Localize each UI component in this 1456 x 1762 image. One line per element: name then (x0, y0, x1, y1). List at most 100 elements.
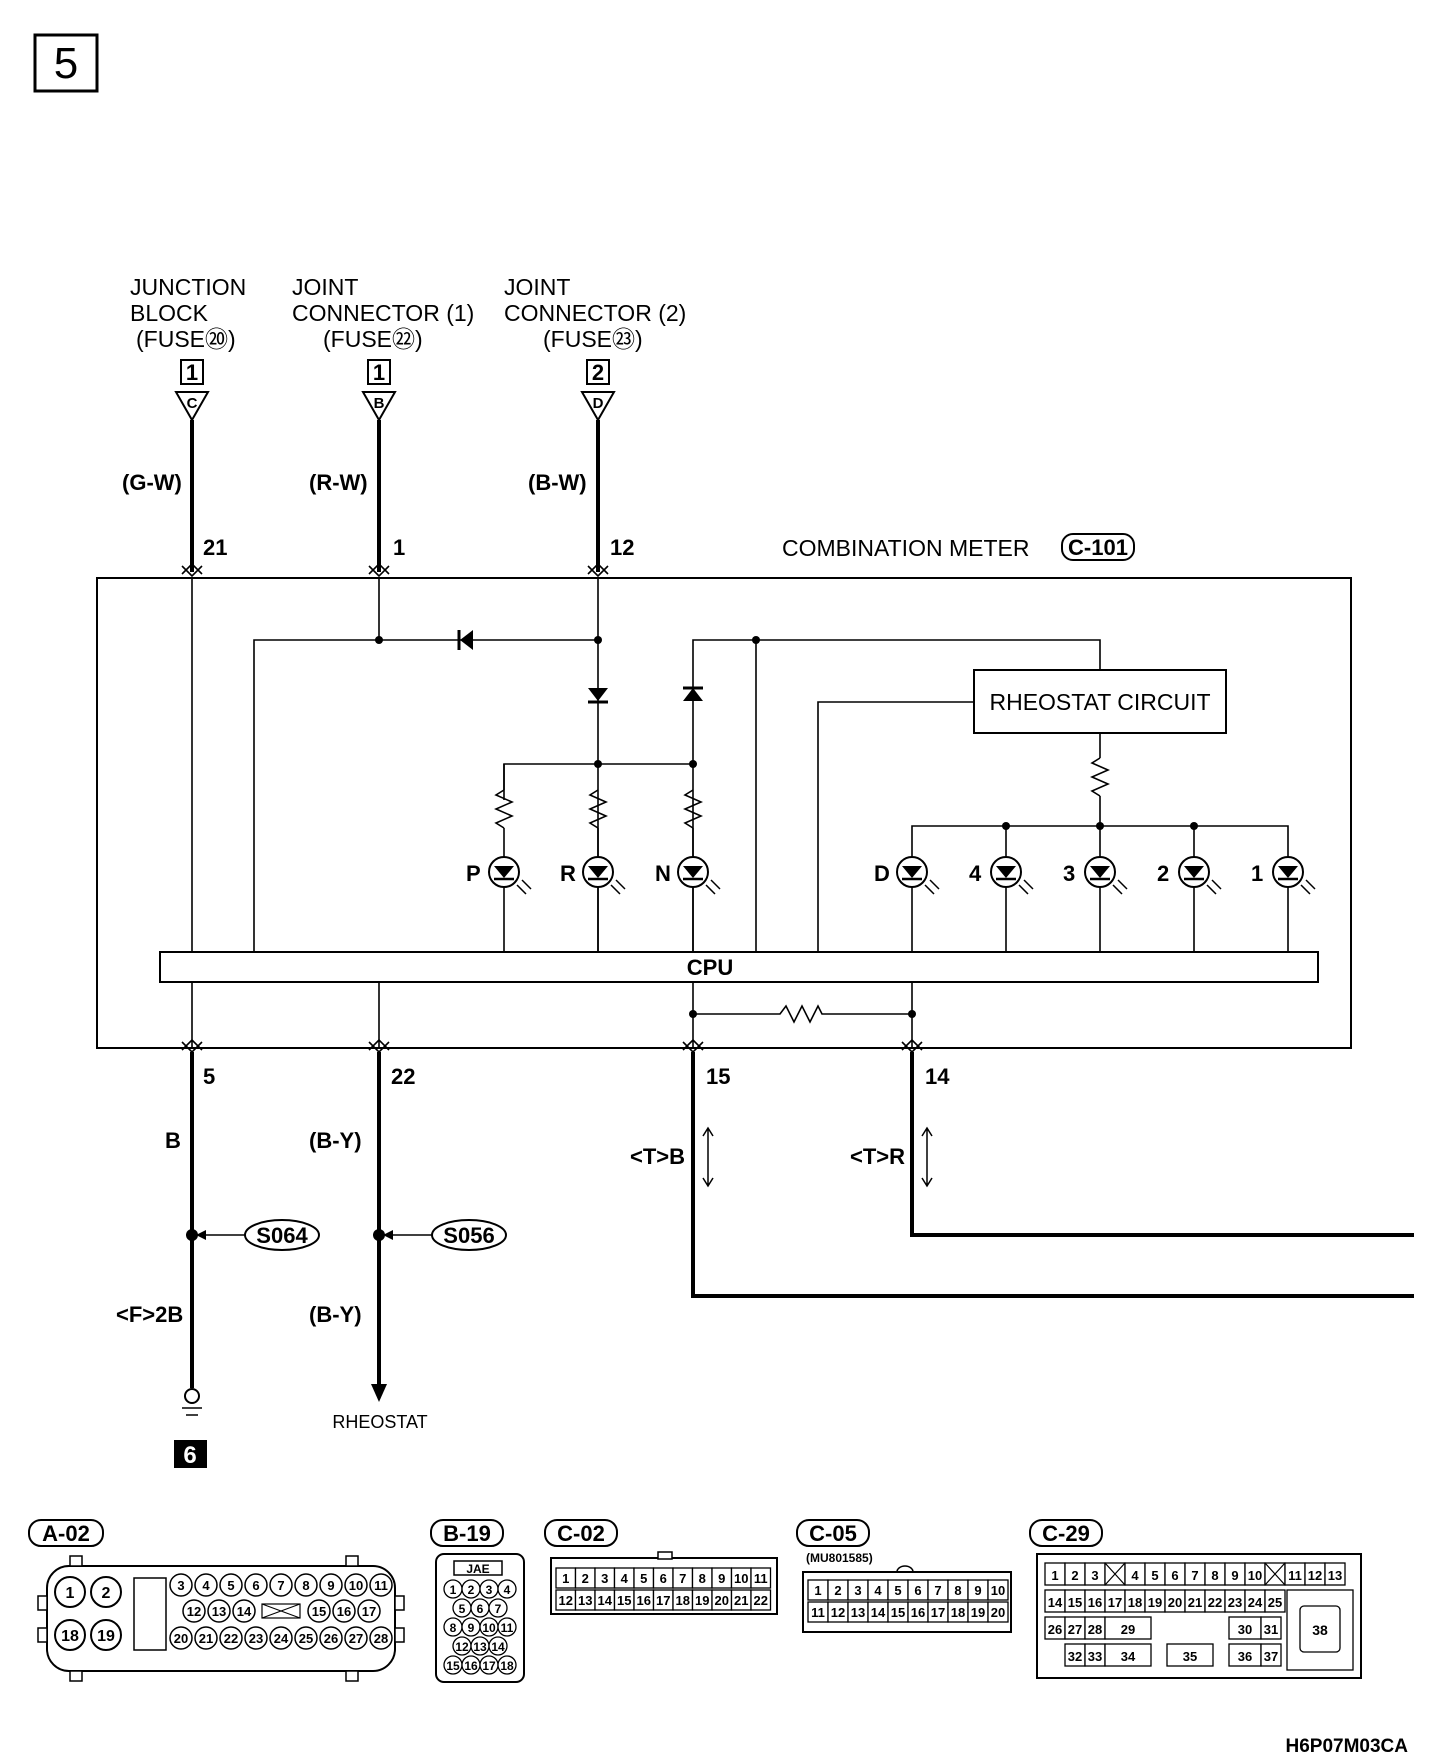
pin-label: 10 (734, 1571, 748, 1586)
pin-label: 21 (734, 1593, 748, 1608)
pin-label: 17 (482, 1659, 496, 1673)
source-joint-connector-1: JOINT CONNECTOR (1) (FUSE㉒) 1 B (292, 274, 474, 423)
internal-circuit: RHEOSTAT CIRCUIT (191, 578, 1289, 952)
svg-text:(R-W): (R-W) (309, 470, 368, 495)
led-r: R (560, 856, 626, 895)
pin-label: 10 (1248, 1568, 1262, 1583)
svg-text:B: B (165, 1128, 181, 1153)
svg-text:1: 1 (373, 360, 385, 385)
pin-label: 3 (854, 1583, 861, 1598)
pin-label: 12 (455, 1640, 469, 1654)
pin-label: 23 (249, 1631, 263, 1646)
svg-text:3: 3 (1063, 861, 1075, 886)
pin (294, 1573, 318, 1597)
pin-label: 22 (224, 1631, 238, 1646)
pin-label: 15 (891, 1605, 905, 1620)
pin-label: 6 (252, 1578, 259, 1593)
svg-text:12: 12 (610, 535, 634, 560)
pin-label: 23 (1228, 1595, 1242, 1610)
pin-label: 4 (874, 1583, 882, 1598)
pin-label: 10 (991, 1583, 1005, 1598)
svg-text:<F>2B: <F>2B (116, 1302, 183, 1327)
pin-label: 9 (327, 1578, 334, 1593)
pin-label: 3 (177, 1578, 184, 1593)
svg-text:CPU: CPU (687, 955, 733, 980)
pin (207, 1599, 231, 1623)
pin-label: 15 (312, 1604, 326, 1619)
pin-label: 34 (1121, 1649, 1136, 1664)
pin (244, 1573, 268, 1597)
svg-text:(FUSE⑳): (FUSE⑳) (136, 326, 236, 352)
pin (269, 1626, 293, 1650)
pin-label: 32 (1068, 1649, 1082, 1664)
pin (307, 1599, 331, 1623)
svg-text:2: 2 (102, 1585, 111, 1602)
pin-label: 11 (501, 1621, 514, 1635)
pin-label: 18 (500, 1659, 514, 1673)
pin (194, 1626, 218, 1650)
svg-text:JOINT: JOINT (292, 274, 358, 300)
led-d: D (874, 856, 940, 895)
pin-label: 19 (695, 1593, 709, 1608)
pin-label: 5 (227, 1578, 234, 1593)
pin (1260, 1616, 1282, 1640)
pin (488, 1636, 508, 1656)
pin-label: 17 (362, 1604, 376, 1619)
pin-label: 7 (495, 1602, 502, 1616)
svg-text:2: 2 (592, 360, 604, 385)
svg-text:<T>B: <T>B (630, 1144, 685, 1169)
pin-label: 14 (871, 1605, 886, 1620)
pin (232, 1599, 256, 1623)
pin (182, 1599, 206, 1623)
pin (194, 1573, 218, 1597)
svg-text:(B-Y): (B-Y) (309, 1128, 362, 1153)
pin-label: 12 (187, 1604, 201, 1619)
svg-text:S064: S064 (256, 1223, 308, 1248)
svg-text:B-19: B-19 (443, 1521, 491, 1546)
pin-label: 3 (1091, 1568, 1098, 1583)
pin-label: 3 (601, 1571, 608, 1586)
pin-label: 1 (1051, 1568, 1058, 1583)
svg-text:CONNECTOR (1): CONNECTOR (1) (292, 300, 474, 326)
pin-label: 18 (951, 1605, 965, 1620)
combination-meter: COMBINATION METER C-101 (96, 533, 1352, 1049)
svg-text:C-05: C-05 (809, 1521, 857, 1546)
pin-label: 29 (1121, 1622, 1135, 1637)
pin (488, 1598, 508, 1618)
pin-label: 35 (1183, 1649, 1197, 1664)
pin (750, 1589, 772, 1611)
svg-text:18: 18 (61, 1628, 79, 1645)
pin-label: 6 (477, 1602, 484, 1616)
pin-label: 12 (1308, 1568, 1322, 1583)
pin-label: 6 (1171, 1568, 1178, 1583)
pin-label: 25 (299, 1631, 313, 1646)
led-n: N (655, 856, 721, 895)
pin-label: 1 (562, 1571, 569, 1586)
pin-label: 28 (1088, 1622, 1102, 1637)
pin-label: 15 (617, 1593, 631, 1608)
pin (169, 1626, 193, 1650)
led-1: 1 (1251, 856, 1316, 895)
pin-label: 20 (1168, 1595, 1182, 1610)
input-wires: (G-W) (R-W) (B-W) 21 1 12 (122, 420, 634, 578)
pin (1166, 1643, 1214, 1667)
pin (244, 1626, 268, 1650)
pin-label: 18 (676, 1593, 690, 1608)
pin-label: 4 (202, 1578, 210, 1593)
source-joint-connector-2: JOINT CONNECTOR (2) (FUSE㉓) 2 D (504, 274, 686, 423)
pin-label: 9 (1231, 1568, 1238, 1583)
svg-text:1: 1 (186, 360, 198, 385)
pin-label: 37 (1264, 1649, 1278, 1664)
pin-label: 26 (1048, 1622, 1062, 1637)
pin (1260, 1643, 1282, 1667)
svg-text:21: 21 (203, 535, 227, 560)
pin-label: 14 (237, 1604, 252, 1619)
svg-text:R: R (560, 861, 576, 886)
pin (497, 1617, 517, 1637)
